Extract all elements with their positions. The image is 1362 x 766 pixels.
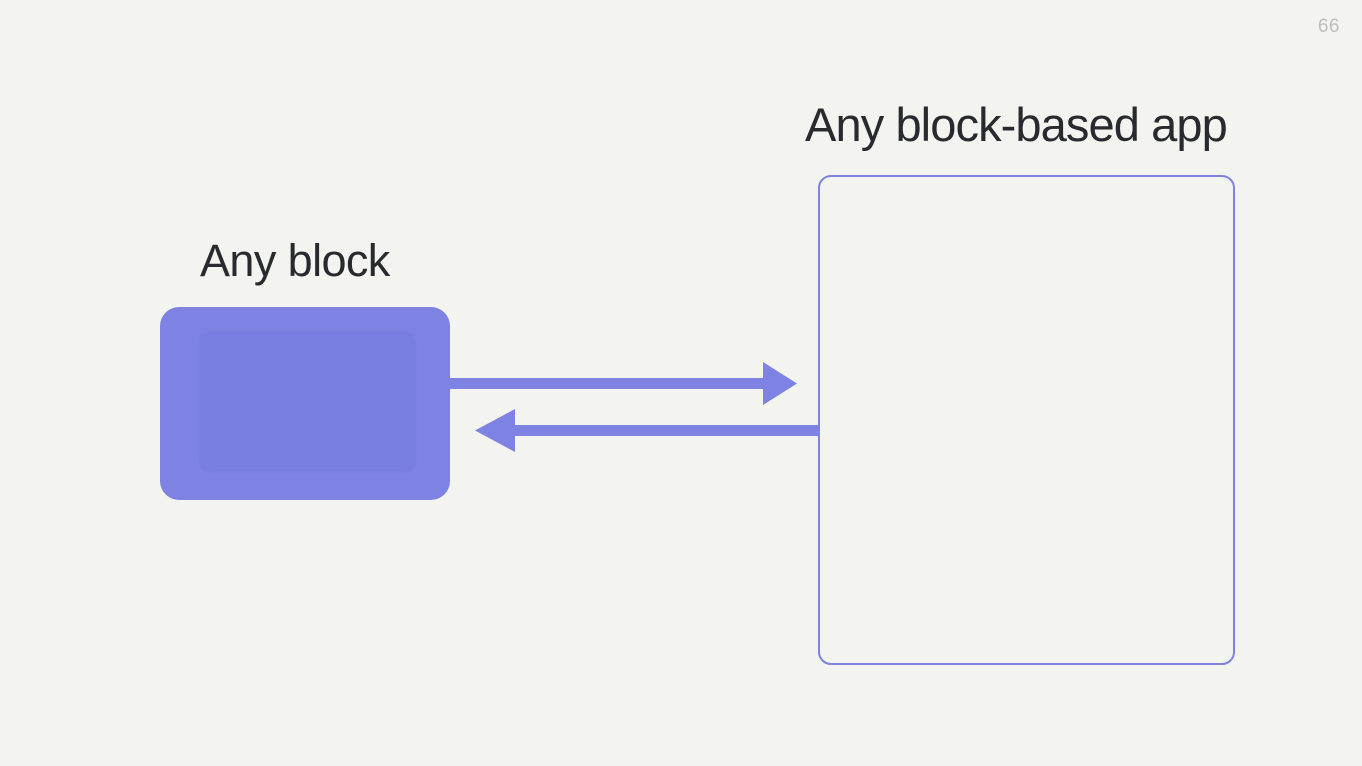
app-title-label: Any block-based app (805, 98, 1228, 151)
page-number: 66 (1317, 16, 1340, 37)
any-block-label: Any block (200, 235, 390, 286)
any-block-inner-surface (200, 332, 415, 470)
any-block-node[interactable] (160, 307, 450, 500)
connector-app-to-block-arrow (475, 409, 820, 452)
block-based-app-node[interactable] (818, 175, 1235, 665)
connector-block-to-app-arrow (450, 362, 797, 405)
